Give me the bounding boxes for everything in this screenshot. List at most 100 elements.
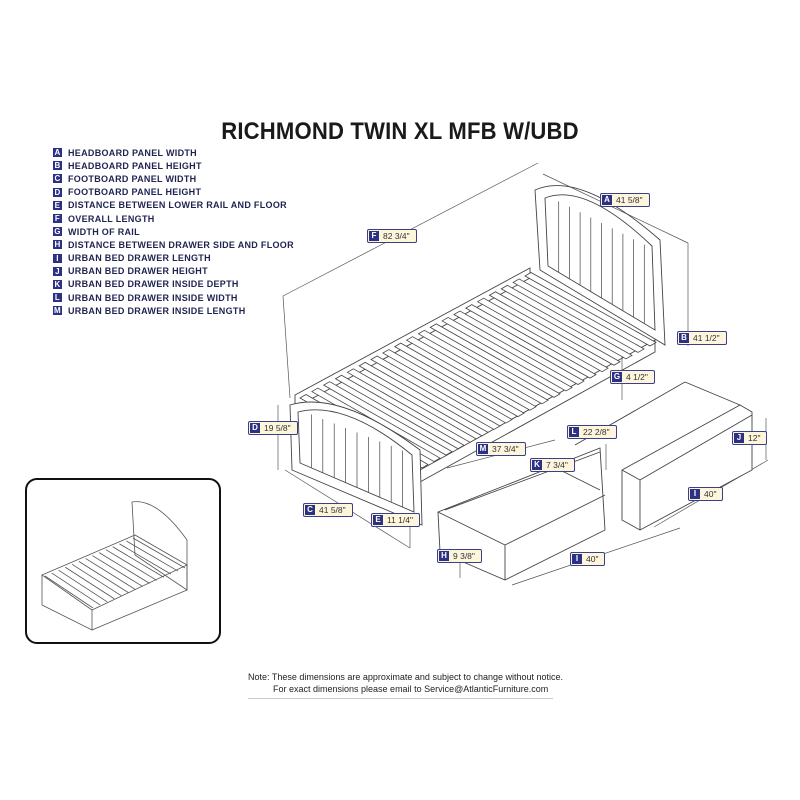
dimension-tag-c: C 41 5/8"	[303, 503, 353, 517]
slat	[429, 323, 561, 398]
legend-label: URBAN BED DRAWER INSIDE DEPTH	[68, 279, 239, 290]
slat	[500, 284, 633, 360]
slat	[98, 552, 150, 584]
legend-item: D FOOTBOARD PANEL HEIGHT	[53, 186, 294, 199]
thumbnail-view	[25, 478, 221, 644]
dimension-tag-e: E 11 1/4"	[371, 513, 421, 527]
dimension-tag-b: B 41 1/2"	[677, 331, 727, 345]
legend-key-badge: C	[53, 174, 62, 184]
slat	[441, 316, 573, 392]
dimension-value: 41 1/2"	[693, 333, 720, 343]
legend-label: URBAN BED DRAWER INSIDE WIDTH	[68, 292, 238, 303]
dimension-tag-a: A 41 5/8"	[600, 193, 650, 207]
dimension-value: 40"	[704, 489, 717, 499]
dimension-key-badge: B	[679, 333, 689, 343]
legend-key-badge: D	[53, 187, 62, 197]
dimension-tag-i: I 40"	[570, 552, 606, 566]
slat	[78, 561, 129, 593]
note-line-2: For exact dimensions please email to Ser…	[273, 684, 549, 694]
slat	[119, 543, 172, 575]
dimension-key-badge: H	[439, 551, 449, 561]
slat	[322, 381, 453, 456]
legend-key-badge: M	[53, 306, 62, 316]
dimension-value: 22 2/8"	[583, 427, 610, 437]
dimension-value: 9 3/8"	[453, 551, 475, 561]
slat	[105, 549, 157, 581]
legend-key-badge: I	[53, 253, 62, 263]
legend-item: K URBAN BED DRAWER INSIDE DEPTH	[53, 278, 294, 291]
slat	[524, 272, 657, 347]
dimension-key-badge: K	[532, 460, 542, 470]
dimension-tag-l: L 22 2/8"	[567, 425, 617, 439]
diagram-title: RICHMOND TWIN XL MFB W/UBD	[221, 118, 579, 145]
dimension-key-badge: A	[602, 195, 612, 205]
slat	[488, 291, 621, 366]
bed-thumbnail-drawing	[41, 501, 188, 631]
legend-label: FOOTBOARD PANEL HEIGHT	[68, 187, 202, 198]
slat	[476, 297, 609, 373]
slat	[346, 368, 477, 443]
legend-label: DISTANCE BETWEEN DRAWER SIDE AND FLOOR	[68, 239, 294, 250]
dimension-value: 4 1/2"	[626, 372, 648, 382]
dimension-tag-g: G 4 1/2"	[610, 370, 655, 384]
dimension-key-badge: L	[569, 427, 579, 437]
dimension-key-badge: G	[612, 372, 622, 382]
dimension-value: 37 3/4"	[492, 444, 519, 454]
footboard-spindles	[311, 414, 403, 508]
slat	[71, 563, 122, 597]
slat	[358, 361, 489, 437]
slat	[417, 329, 549, 405]
dimension-value: 41 5/8"	[616, 195, 643, 205]
slat	[464, 304, 597, 379]
legend-key-badge: B	[53, 161, 62, 171]
slat	[44, 575, 94, 609]
divider	[248, 698, 553, 699]
legend-item: B HEADBOARD PANEL HEIGHT	[53, 159, 294, 172]
slat	[393, 342, 525, 418]
legend-key-badge: F	[53, 214, 62, 224]
dimension-key-badge: I	[690, 489, 700, 499]
dimension-tag-f: F 82 3/4"	[367, 229, 417, 243]
legend-key-badge: K	[53, 279, 62, 289]
dimension-value: 41 5/8"	[319, 505, 346, 515]
dimension-key-badge: E	[373, 515, 383, 525]
legend-key-badge: H	[53, 240, 62, 250]
legend-item: H DISTANCE BETWEEN DRAWER SIDE AND FLOOR	[53, 238, 294, 251]
slat	[512, 278, 645, 353]
dimension-value: 12"	[748, 433, 761, 443]
slat	[370, 355, 501, 430]
slat	[92, 555, 143, 587]
legend-key-badge: G	[53, 227, 62, 237]
dimension-tag-i2: I 40"	[688, 487, 724, 501]
headboard-spindles	[558, 201, 645, 324]
dimension-key-badge: C	[305, 505, 315, 515]
dimension-key-badge: J	[734, 433, 744, 443]
dimension-tag-h: H 9 3/8"	[437, 549, 482, 563]
slat	[65, 566, 115, 600]
legend-key-badge: A	[53, 148, 62, 158]
note-line-1: Note: These dimensions are approximate a…	[248, 672, 564, 682]
dimension-value: 11 1/4"	[387, 515, 414, 525]
legend-label: URBAN BED DRAWER LENGTH	[68, 253, 211, 264]
dimension-value: 40"	[586, 554, 599, 564]
dimension-key-badge: F	[369, 231, 379, 241]
dimension-key-badge: I	[572, 554, 582, 564]
disclaimer-note: Note: These dimensions are approximate a…	[248, 671, 563, 695]
legend-label: HEADBOARD PANEL HEIGHT	[68, 160, 202, 171]
slat	[126, 540, 179, 572]
slat	[132, 537, 186, 569]
dimension-value: 82 3/4"	[383, 231, 410, 241]
